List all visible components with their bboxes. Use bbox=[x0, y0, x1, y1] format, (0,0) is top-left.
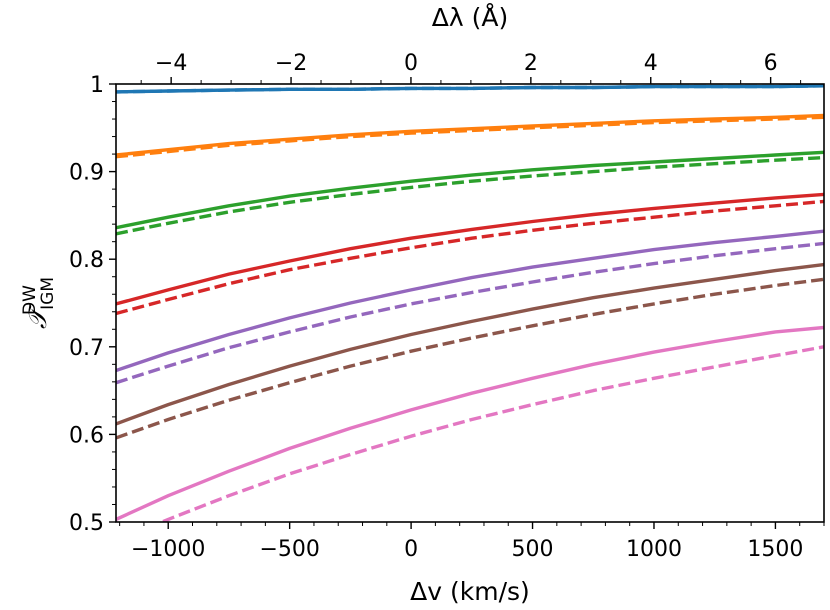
y-tick-label: 0.9 bbox=[69, 161, 104, 186]
series-line-8-solid bbox=[116, 229, 824, 373]
y-axis-label: 𝒯IGMDW bbox=[20, 277, 58, 329]
series-line-13-dashed bbox=[157, 345, 824, 522]
x-tick-label: −500 bbox=[259, 537, 319, 562]
y-tick-label: 1 bbox=[90, 73, 104, 98]
x-tick-label: 500 bbox=[512, 537, 554, 562]
x-top-tick-label: 0 bbox=[404, 51, 418, 76]
y-tick-label: 0.6 bbox=[69, 423, 104, 448]
series-line-7-dashed bbox=[116, 199, 824, 316]
plot-frame bbox=[115, 83, 825, 523]
x-top-tick-label: 6 bbox=[764, 51, 778, 76]
y-tick-label: 0.7 bbox=[69, 336, 104, 361]
y-tick-label: 0.8 bbox=[69, 248, 104, 273]
x-tick-label: 0 bbox=[404, 537, 418, 562]
series-line-5-dashed bbox=[116, 155, 824, 236]
series-line-1-dashed bbox=[116, 84, 824, 94]
x-axis-label-top: Δλ (Å) bbox=[432, 3, 508, 32]
series-line-3-dashed bbox=[116, 115, 824, 159]
y-axis-label-sub: IGM bbox=[38, 277, 58, 310]
x-top-tick-label: −4 bbox=[155, 51, 187, 76]
series-line-10-solid bbox=[116, 262, 824, 426]
y-tick-label: 0.5 bbox=[69, 511, 104, 536]
x-tick-label: 1000 bbox=[626, 537, 682, 562]
ticks-layer: −1000 −500 0 500 1000 1500 −4 −2 0 2 4 6 0.5 0.6 0.7 0.… bbox=[69, 51, 825, 562]
series-line-4-solid bbox=[116, 150, 824, 230]
series-layer bbox=[116, 84, 824, 522]
x-tick-label: 1500 bbox=[747, 537, 803, 562]
series-line-11-dashed bbox=[116, 277, 824, 440]
series-line-9-dashed bbox=[116, 241, 824, 385]
x-tick-label: −1000 bbox=[131, 537, 205, 562]
y-axis-label-sup: DW bbox=[20, 285, 40, 315]
x-top-tick-label: 2 bbox=[524, 51, 538, 76]
series-line-12-solid bbox=[116, 325, 824, 521]
x-axis-label-bottom: Δv (km/s) bbox=[410, 577, 530, 606]
x-top-tick-label: 4 bbox=[644, 51, 658, 76]
series-line-6-solid bbox=[116, 192, 824, 306]
x-top-tick-label: −2 bbox=[275, 51, 307, 76]
